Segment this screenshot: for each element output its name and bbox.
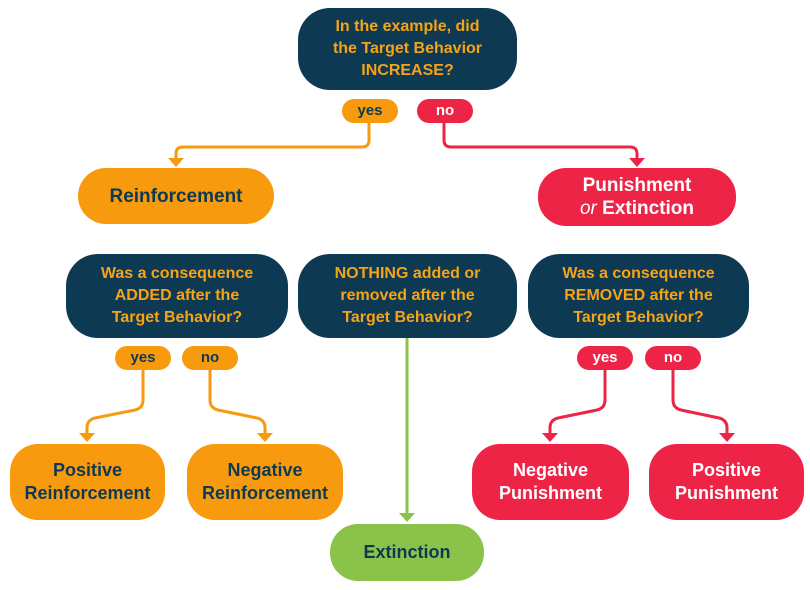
question-line: Target Behavior? (573, 309, 704, 326)
result-line: Negative (512, 460, 589, 480)
arrowhead (257, 433, 273, 442)
question-line: the Target Behavior (332, 40, 483, 57)
result-line: Punishment (498, 483, 602, 503)
or-label: or (579, 198, 597, 219)
extinction-label: Extinction (602, 198, 695, 219)
result-line: Reinforcement (24, 483, 151, 503)
no-label: no (645, 346, 701, 370)
yes-label: yes (577, 346, 633, 370)
arrowhead (79, 433, 95, 442)
positive-punishment-node: Positive Punishment (649, 444, 804, 520)
reinforcement-node: Reinforcement (78, 168, 274, 224)
arrowhead (629, 158, 645, 167)
result-line: Reinforcement (201, 483, 329, 503)
negative-reinforcement-node: Negative Reinforcement (187, 444, 343, 520)
result-line: Positive (691, 460, 761, 480)
punishment-label: Punishment (582, 175, 692, 196)
question-line: Target Behavior? (111, 309, 243, 326)
question-line: NOTHING added or (334, 265, 481, 282)
no-label: no (417, 99, 473, 123)
question-consequence-added: Was a consequence ADDED after the Target… (66, 254, 288, 338)
question-line: Target Behavior? (342, 309, 473, 326)
result-line: Negative (227, 460, 303, 480)
question-target-behavior-increase: In the example, did the Target Behavior … (298, 8, 517, 90)
result-line: Punishment (674, 483, 778, 503)
or-extinction-line: or Extinction (580, 197, 694, 220)
question-line: Was a consequence (562, 265, 715, 282)
arrowhead (542, 433, 558, 442)
positive-reinforcement-node: Positive Reinforcement (10, 444, 165, 520)
connector-yes-to-reinforcement (174, 120, 371, 160)
question-line: INCREASE? (361, 62, 454, 79)
question-line: In the example, did (335, 18, 480, 35)
no-label: no (182, 346, 238, 370)
result-line: Positive (52, 460, 123, 480)
question-nothing-added-or-removed: NOTHING added or removed after the Targe… (298, 254, 517, 338)
extinction-node: Extinction (330, 524, 484, 581)
question-line: ADDED after the (114, 287, 240, 304)
yes-label: yes (342, 99, 398, 123)
connector-removed-yes (548, 370, 607, 435)
connector-no-to-punishment (442, 120, 639, 160)
arrowhead (399, 513, 415, 522)
extinction-result-label: Extinction (363, 542, 451, 562)
connector-removed-no (671, 370, 729, 435)
punishment-or-extinction-node: Punishment or Extinction (538, 168, 736, 226)
connector-added-yes (85, 370, 145, 435)
question-line: removed after the (340, 287, 475, 304)
question-consequence-removed: Was a consequence REMOVED after the Targ… (528, 254, 749, 338)
arrowhead (719, 433, 735, 442)
question-line: Was a consequence (100, 265, 254, 282)
reinforcement-label: Reinforcement (109, 185, 243, 207)
arrowhead (168, 158, 184, 167)
yes-label: yes (115, 346, 171, 370)
connector-added-no (208, 370, 267, 435)
negative-punishment-node: Negative Punishment (472, 444, 629, 520)
question-line: REMOVED after the (564, 287, 713, 304)
